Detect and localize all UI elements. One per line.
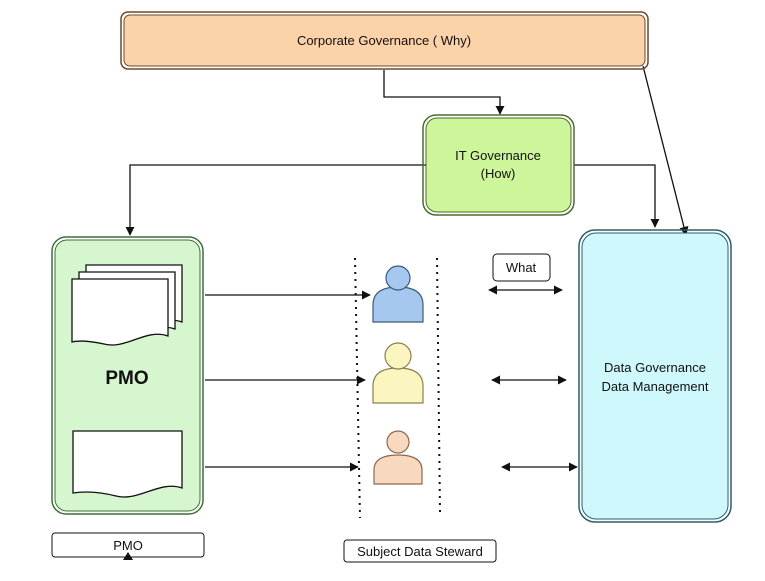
steward-caption-box: Subject Data Steward (343, 539, 497, 563)
data-governance-node: Data Governance Data Management (578, 229, 732, 523)
pmo-label: PMO (105, 368, 148, 389)
it-governance-label-line2: (How) (481, 166, 516, 181)
connectors (125, 65, 689, 472)
steward-3 (373, 430, 423, 485)
person-icon (372, 286, 424, 323)
document-stack-icon (71, 264, 183, 346)
corporate-governance-label: Corporate Governance ( Why) (297, 33, 471, 48)
data-governance-label-line2: Data Management (602, 379, 709, 394)
edge-corporate-to-datagov (642, 65, 689, 236)
lane-left-dotted-line (354, 257, 361, 519)
caret-up-icon (123, 552, 133, 560)
steward-2 (372, 342, 424, 404)
steward-lane (354, 257, 441, 519)
what-label: What (506, 260, 537, 275)
person-icon (372, 367, 424, 404)
data-governance-label-line1: Data Governance (604, 360, 706, 375)
what-label-box: What (492, 253, 551, 282)
person-icon (373, 454, 423, 485)
steward-1 (372, 265, 424, 323)
pmo-caption-box: PMO (51, 532, 205, 560)
document-icon (72, 430, 183, 498)
corporate-governance-node: Corporate Governance ( Why) (120, 11, 649, 70)
edge-corporate-to-it (383, 70, 505, 115)
pmo-caption: PMO (113, 538, 143, 553)
steward-caption: Subject Data Steward (357, 544, 483, 559)
it-governance-label-line1: IT Governance (455, 148, 541, 163)
it-governance-node: IT Governance (How) (422, 114, 575, 216)
edge-it-to-pmo (125, 164, 426, 236)
edge-it-to-datagov (574, 164, 660, 228)
lane-right-dotted-line (436, 257, 441, 513)
pmo-node: PMO (51, 236, 204, 515)
